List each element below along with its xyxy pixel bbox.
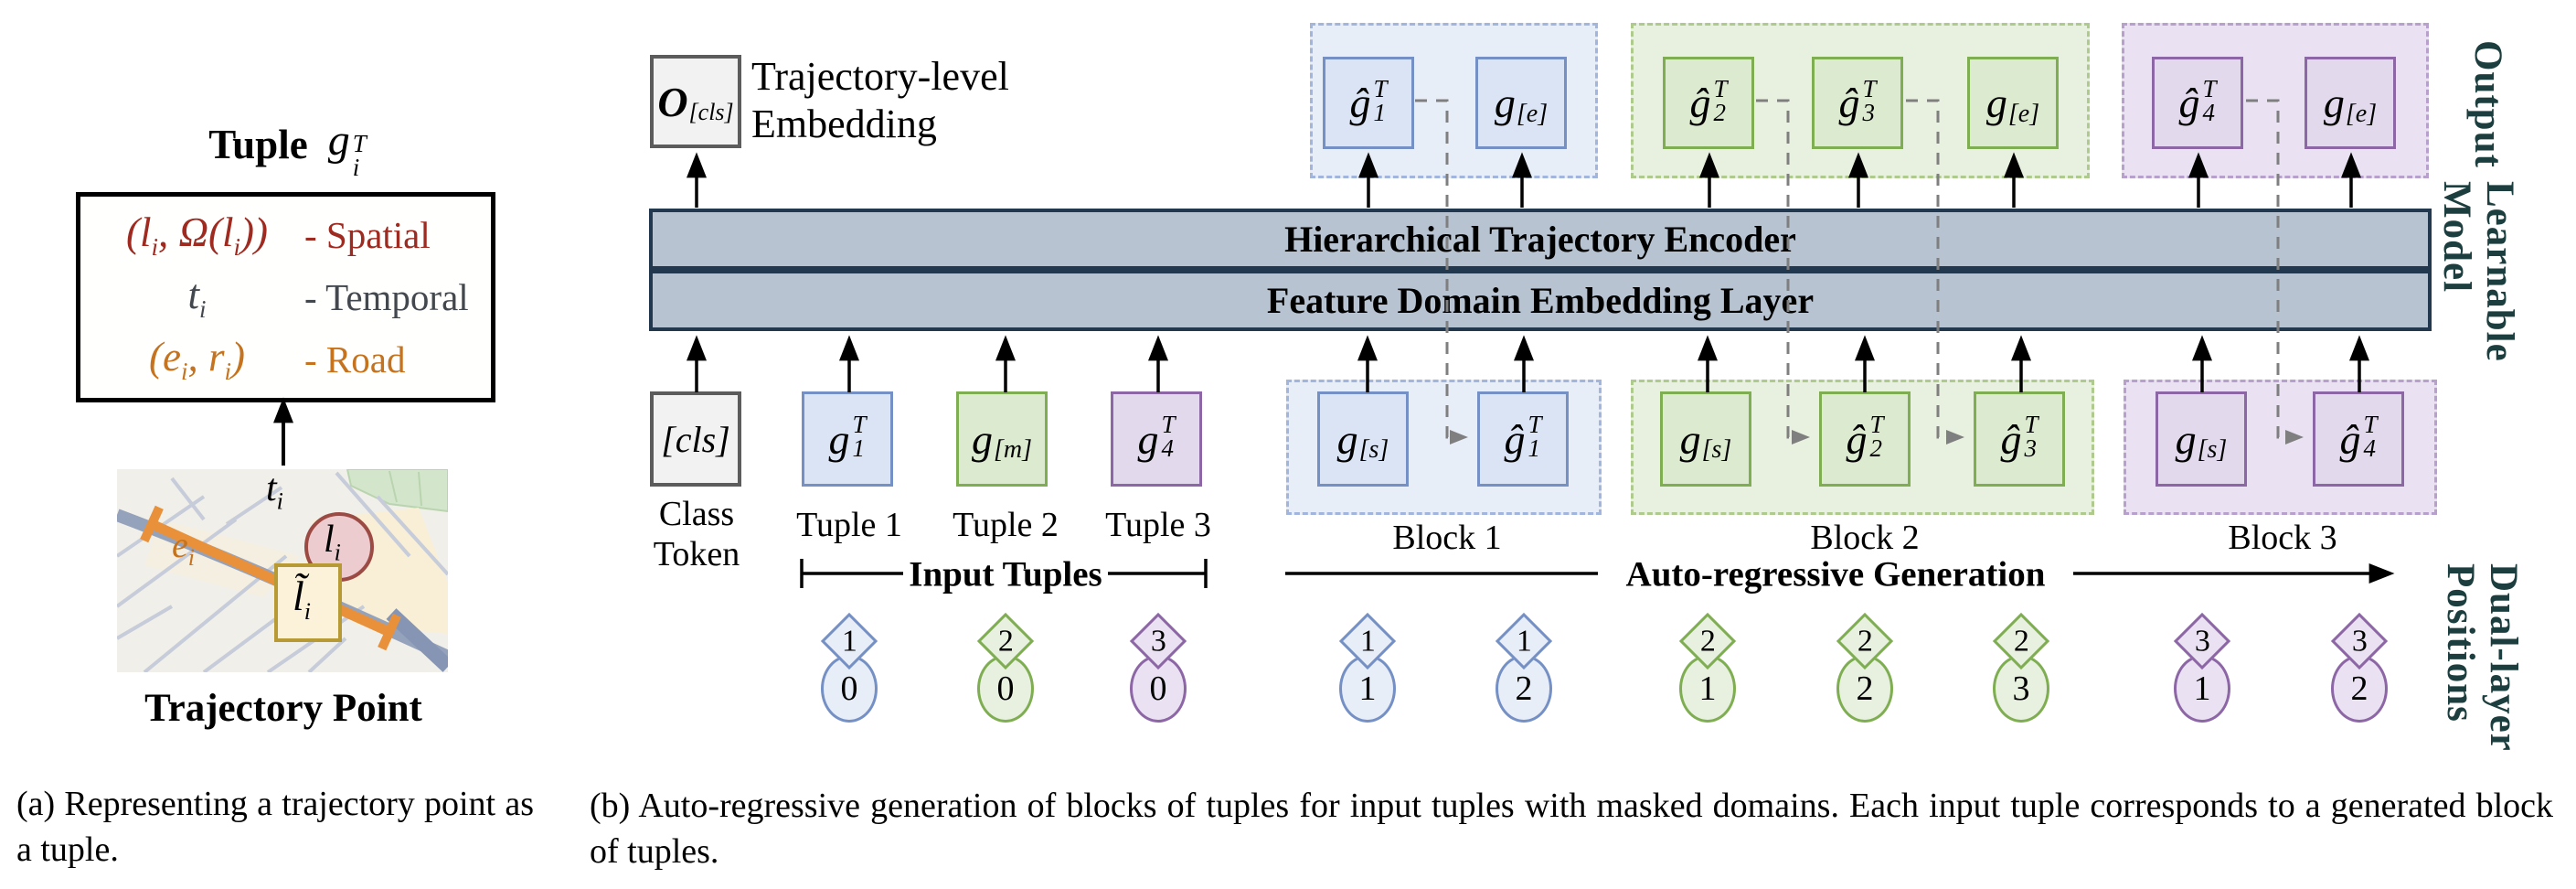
road-math: (ei, ri) — [148, 334, 245, 385]
map-svg — [114, 468, 453, 674]
tuple-row-road: (ei, ri) - Road — [90, 333, 482, 386]
tuple-row-spatial: (li, Ω(li)) - Spatial — [90, 209, 482, 262]
output-token-ge-3: g[e] — [2305, 57, 2396, 149]
road-segment-ei — [149, 519, 392, 637]
caption-b: (b) Auto-regressive generation of blocks… — [590, 787, 2553, 871]
block-1-label: Block 1 — [1392, 519, 1502, 557]
embedding-label-line2: Embedding — [751, 102, 937, 146]
caption-a: (a) Representing a trajectory point as a… — [16, 785, 534, 869]
temporal-math: ti — [187, 272, 207, 323]
output-token-ge-1: g[e] — [1475, 57, 1567, 149]
map-caption: Trajectory Point — [144, 687, 422, 730]
map-park-lines — [389, 470, 422, 507]
input-token-gs-2: g[s] — [1660, 391, 1751, 487]
map-image: ti li l̃i ei — [114, 467, 453, 674]
encoder-bar-label: Hierarchical Trajectory Encoder — [1284, 219, 1796, 260]
input-token-cls: [cls] — [650, 391, 741, 487]
map-label-li-matched: l̃i — [293, 573, 312, 626]
matched-point-square — [274, 563, 342, 642]
input-token-gs-1: g[s] — [1317, 391, 1409, 487]
tuple-3-label: Tuple 3 — [1105, 506, 1211, 544]
map-main-road2 — [386, 608, 453, 672]
temporal-label: - Temporal — [304, 276, 469, 318]
tuple-1-label: Tuple 1 — [796, 506, 902, 544]
segment-cap-end — [378, 613, 401, 651]
side-label-output: Output — [2466, 40, 2509, 168]
input-tuples-label: Input Tuples — [909, 554, 1102, 594]
tuple-title-word: Tuple — [208, 122, 308, 167]
tuple-definition-box: (li, Ω(li)) - Spatial ti - Temporal (ei,… — [76, 192, 495, 402]
map-label-ei: ei — [172, 524, 195, 572]
map-label-ti: ti — [266, 467, 283, 515]
feature-domain-embedding-bar: Feature Domain Embedding Layer — [649, 270, 2432, 331]
trajectory-level-embedding-label: Trajectory-level Embedding — [751, 53, 1009, 148]
road-label: - Road — [304, 338, 406, 380]
spatial-math: (li, Ω(li)) — [125, 209, 269, 261]
block-3-label: Block 3 — [2228, 519, 2337, 557]
input-token-gm: g[m] — [956, 391, 1048, 487]
output-token-ge-2: g[e] — [1967, 57, 2059, 149]
output-token-ocls: O[cls] — [650, 55, 741, 148]
embedding-label-line1: Trajectory-level — [751, 54, 1009, 99]
segment-cap-start — [140, 505, 164, 543]
block-2-label: Block 2 — [1810, 519, 1920, 557]
map-label-li: li — [324, 519, 341, 566]
tuple-2-label: Tuple 2 — [953, 506, 1059, 544]
input-token-gs-3: g[s] — [2156, 391, 2247, 487]
spatial-label: - Spatial — [304, 214, 431, 256]
hierarchical-trajectory-encoder-bar: Hierarchical Trajectory Encoder — [649, 209, 2432, 270]
embedding-bar-label: Feature Domain Embedding Layer — [1266, 280, 1815, 321]
tuple-row-temporal: ti - Temporal — [90, 271, 482, 324]
autoregressive-label: Auto-regressive Generation — [1625, 554, 2046, 594]
